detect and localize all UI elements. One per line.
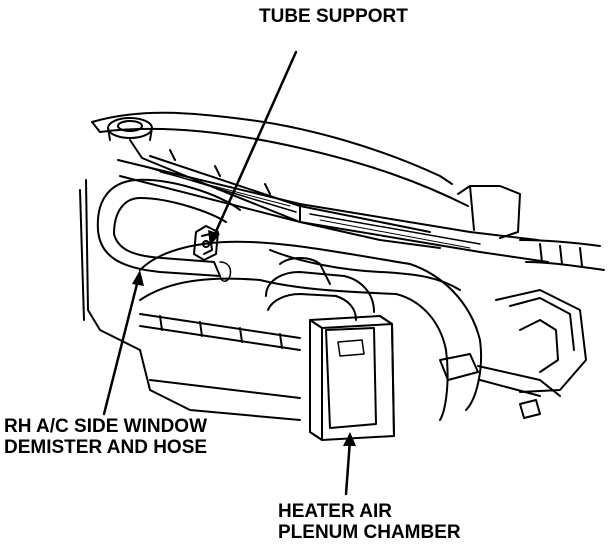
leader-tube-support <box>212 50 298 238</box>
arrowhead-heater-plenum <box>343 432 356 446</box>
blower-housing <box>79 179 482 421</box>
lower-crossbar <box>139 313 301 351</box>
label-heater-plenum-line1: HEATER AIR <box>278 501 392 522</box>
vent-duct <box>117 159 549 263</box>
label-rh-demister-line2: DEMISTER AND HOSE <box>4 437 208 458</box>
center-hoses <box>265 257 375 321</box>
round-opening <box>107 117 153 141</box>
leader-rh-demister <box>102 278 140 416</box>
demister-hose <box>96 178 241 282</box>
label-rh-demister-hose: RH A/C SIDE WINDOW DEMISTER AND HOSE <box>4 416 207 458</box>
arrowhead-tube-support <box>208 230 220 246</box>
plenum-chamber <box>309 315 395 441</box>
label-heater-plenum: HEATER AIR PLENUM CHAMBER <box>278 501 461 543</box>
label-tube-support: TUBE SUPPORT <box>259 6 408 27</box>
leader-lines <box>102 50 352 496</box>
lower-linkage <box>439 353 561 419</box>
label-heater-plenum-line2: PLENUM CHAMBER <box>278 522 461 543</box>
leader-heater-plenum <box>344 438 352 496</box>
label-rh-demister-line1: RH A/C SIDE WINDOW <box>4 416 208 437</box>
arrowhead-rh-demister <box>132 270 144 286</box>
right-ducting <box>495 239 605 393</box>
arrowheads <box>132 230 356 446</box>
